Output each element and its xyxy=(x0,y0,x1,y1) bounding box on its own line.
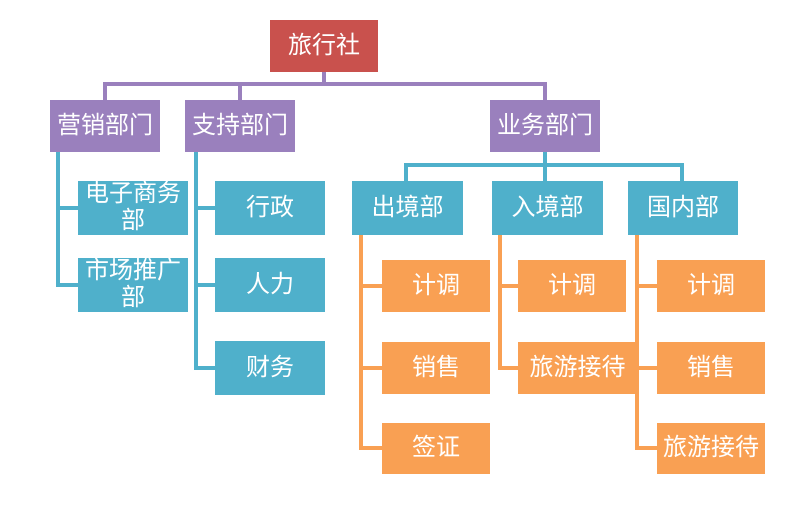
connector-line xyxy=(359,235,363,450)
connector-line xyxy=(359,366,382,370)
node-business-dept: 业务部门 xyxy=(490,100,600,152)
connector-line xyxy=(359,446,382,450)
node-domestic-reception: 旅游接待 xyxy=(657,423,765,474)
connector-line xyxy=(635,366,657,370)
connector-line xyxy=(322,72,326,84)
connector-line xyxy=(359,284,382,288)
node-domestic-sales: 销售 xyxy=(657,342,765,394)
connector-line xyxy=(103,82,107,100)
node-marketing-dept: 营销部门 xyxy=(50,100,160,152)
node-outbound-sales: 销售 xyxy=(382,342,490,394)
connector-line xyxy=(194,283,215,287)
connector-line xyxy=(238,82,242,100)
connector-line xyxy=(498,235,502,370)
connector-line xyxy=(635,284,657,288)
connector-line xyxy=(404,163,684,167)
node-outbound-visa: 签证 xyxy=(382,423,490,474)
connector-line xyxy=(498,284,518,288)
node-outbound-planning: 计调 xyxy=(382,260,490,312)
node-outbound-dept: 出境部 xyxy=(352,181,463,235)
node-domestic-dept: 国内部 xyxy=(628,181,738,235)
node-inbound-planning: 计调 xyxy=(518,260,626,312)
node-hr: 人力 xyxy=(215,258,325,312)
connector-line xyxy=(635,235,639,450)
connector-line xyxy=(56,152,60,287)
connector-line xyxy=(194,206,215,210)
node-support-dept: 支持部门 xyxy=(185,100,295,152)
connector-line xyxy=(194,152,198,370)
node-ecommerce-dept: 电子商务部 xyxy=(78,181,188,235)
node-inbound-reception: 旅游接待 xyxy=(518,342,637,394)
connector-line xyxy=(56,206,78,210)
node-inbound-dept: 入境部 xyxy=(492,181,603,235)
node-market-promotion-dept: 市场推广部 xyxy=(78,258,188,312)
connector-line xyxy=(56,283,78,287)
connector-line xyxy=(498,366,518,370)
node-finance: 财务 xyxy=(215,341,325,395)
connector-line xyxy=(194,366,215,370)
connector-line xyxy=(635,446,657,450)
node-travel-agency: 旅行社 xyxy=(270,20,378,72)
connector-line xyxy=(543,82,547,100)
node-admin: 行政 xyxy=(215,181,325,235)
connector-line xyxy=(103,82,547,86)
connector-line xyxy=(404,163,408,181)
node-domestic-planning: 计调 xyxy=(657,260,765,312)
connector-line xyxy=(680,163,684,181)
